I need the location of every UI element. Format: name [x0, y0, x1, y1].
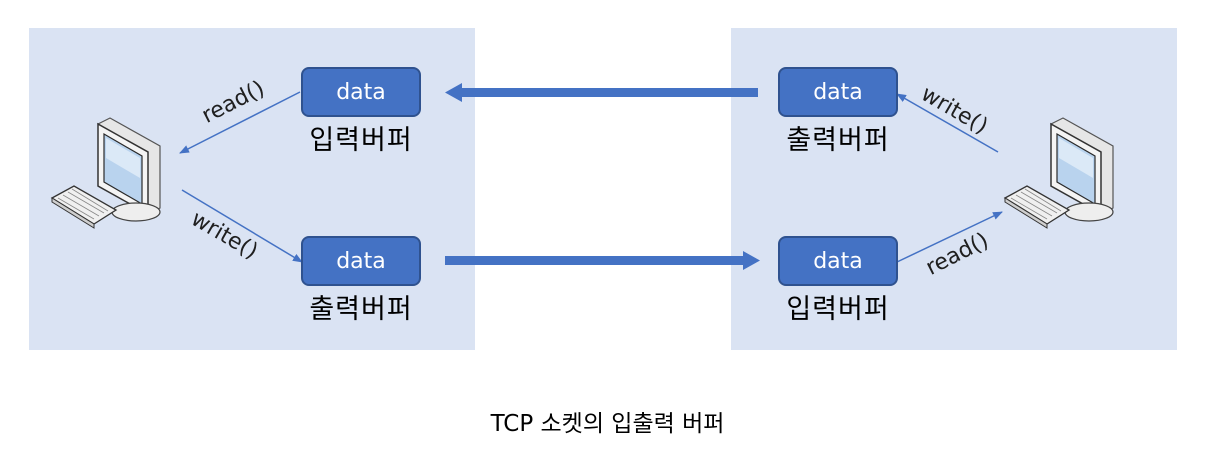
left-read-arrow [179, 91, 301, 154]
right-input-buffer-label: 입력버퍼 [786, 294, 890, 325]
computer-icon [50, 117, 161, 229]
right-read-arrow [896, 211, 1003, 263]
diagram-caption: TCP 소켓의 입출력 버퍼 [490, 411, 725, 437]
left-input-buffer-label: 입력버퍼 [309, 125, 413, 156]
right-write-arrow [896, 93, 999, 153]
transfer-arrow-left-to-right [445, 251, 760, 270]
left-output-buffer-label: 출력버퍼 [309, 294, 413, 325]
left-output-buffer-data: data [336, 248, 386, 274]
computer-icon [1003, 117, 1114, 229]
right-input-buffer-data: data [813, 248, 863, 274]
left-input-buffer-box: data [301, 67, 421, 117]
left-output-buffer-box: data [301, 236, 421, 286]
right-input-buffer-box: data [778, 236, 898, 286]
left-write-arrow [181, 189, 303, 263]
right-output-buffer-data: data [813, 79, 863, 105]
left-input-buffer-data: data [336, 79, 386, 105]
right-output-buffer-label: 출력버퍼 [786, 125, 890, 156]
transfer-arrow-right-to-left [445, 83, 758, 102]
right-output-buffer-box: data [778, 67, 898, 117]
